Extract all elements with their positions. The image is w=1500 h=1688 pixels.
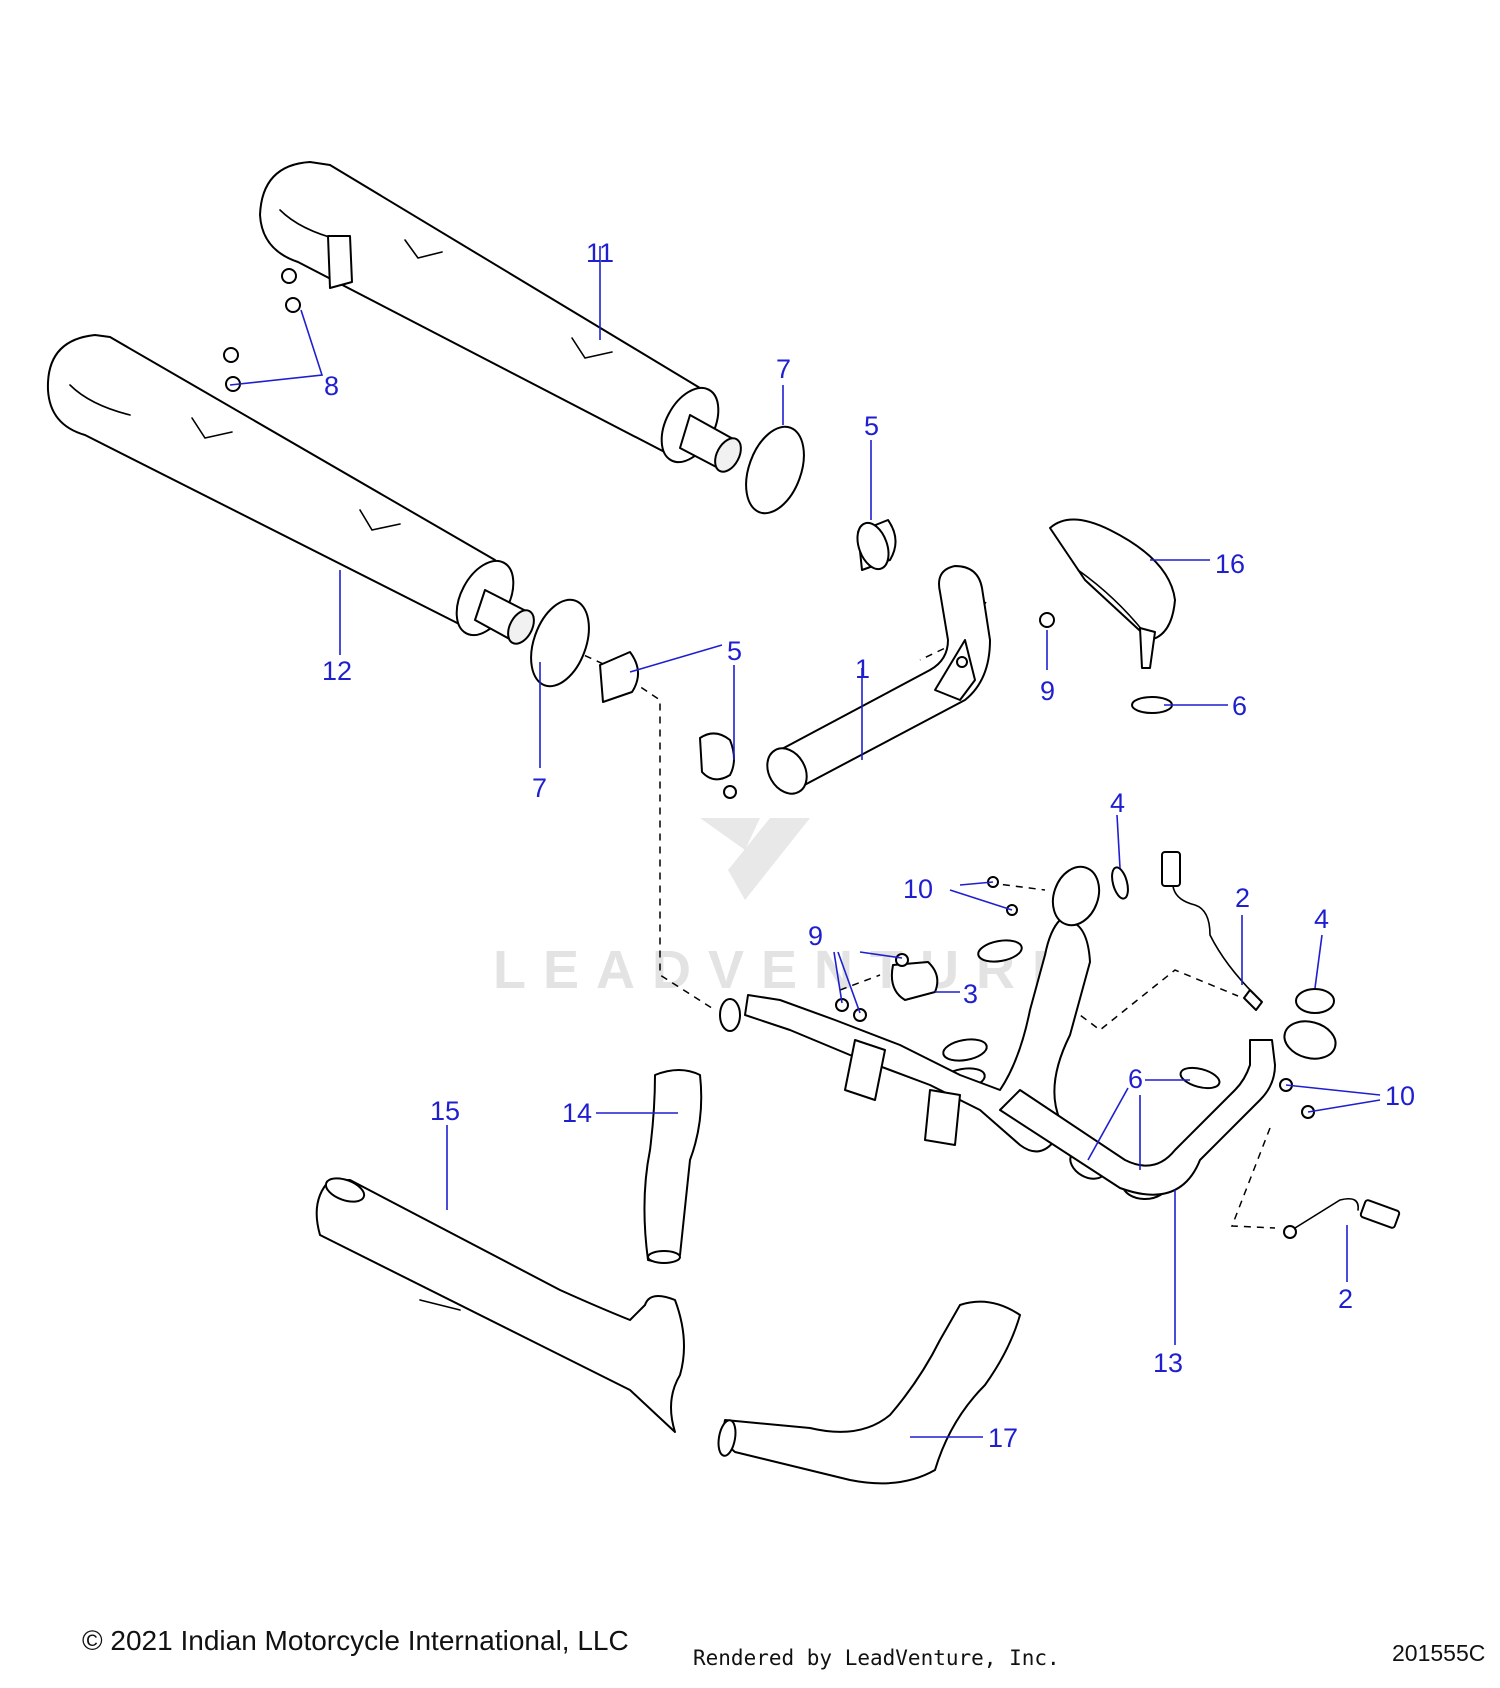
part-12-lower-muffler bbox=[46, 334, 535, 645]
part-9-bolt bbox=[1039, 612, 1055, 628]
leadventure-watermark: LEADVENTURE bbox=[493, 818, 1085, 1000]
callout-17: 17 bbox=[988, 1423, 1018, 1453]
callout-8: 8 bbox=[324, 371, 339, 401]
part-17-heat-shield bbox=[717, 1300, 1021, 1485]
part-15-heat-shield bbox=[315, 1177, 685, 1433]
callout-5-lower: 5 bbox=[727, 636, 742, 666]
part-7-clamp-rings bbox=[530, 425, 805, 688]
part-11-upper-muffler bbox=[259, 161, 742, 473]
callout-5-upper: 5 bbox=[864, 411, 879, 441]
callout-6-lower: 6 bbox=[1128, 1064, 1143, 1094]
callout-labels: 11 8 7 5 16 12 5 1 9 6 7 4 10 2 4 9 3 6 … bbox=[322, 238, 1415, 1453]
callout-13: 13 bbox=[1153, 1348, 1183, 1378]
callout-7-lower: 7 bbox=[532, 773, 547, 803]
part-14-heat-shield bbox=[643, 1069, 703, 1264]
callout-9-lower: 9 bbox=[808, 921, 823, 951]
callout-16: 16 bbox=[1215, 549, 1245, 579]
callout-11: 11 bbox=[586, 238, 614, 268]
callout-10-lower: 10 bbox=[1385, 1081, 1415, 1111]
copyright-notice: © 2021 Indian Motorcycle International, … bbox=[82, 1625, 629, 1656]
callout-7-upper: 7 bbox=[776, 354, 791, 384]
part-2-sensors bbox=[1161, 851, 1401, 1239]
rendered-by-credit: Rendered by LeadVenture, Inc. bbox=[693, 1646, 1060, 1670]
callout-10-upper: 10 bbox=[903, 874, 933, 904]
callout-2-upper: 2 bbox=[1235, 883, 1250, 913]
callout-4-lower: 4 bbox=[1314, 904, 1329, 934]
part-8-bolts bbox=[223, 268, 301, 392]
callout-2-lower: 2 bbox=[1338, 1284, 1353, 1314]
part-5-clamps bbox=[599, 519, 897, 799]
watermark-text: LEADVENTURE bbox=[493, 940, 1085, 1000]
callout-4-upper: 4 bbox=[1110, 788, 1125, 818]
callout-9-upper: 9 bbox=[1040, 676, 1055, 706]
callout-12: 12 bbox=[322, 656, 352, 686]
part-16-heat-shield bbox=[1049, 518, 1176, 669]
callout-1: 1 bbox=[855, 654, 870, 684]
callout-15: 15 bbox=[430, 1096, 460, 1126]
part-13-header-pipe bbox=[719, 865, 1337, 1196]
callout-3: 3 bbox=[963, 979, 978, 1009]
leader-lines bbox=[229, 246, 1381, 1438]
callout-6-upper: 6 bbox=[1232, 691, 1247, 721]
part-4-gaskets bbox=[1111, 866, 1335, 1014]
part-1-pipe bbox=[766, 565, 991, 795]
diagram-code: 201555C bbox=[1392, 1640, 1486, 1666]
callout-14: 14 bbox=[562, 1098, 592, 1128]
